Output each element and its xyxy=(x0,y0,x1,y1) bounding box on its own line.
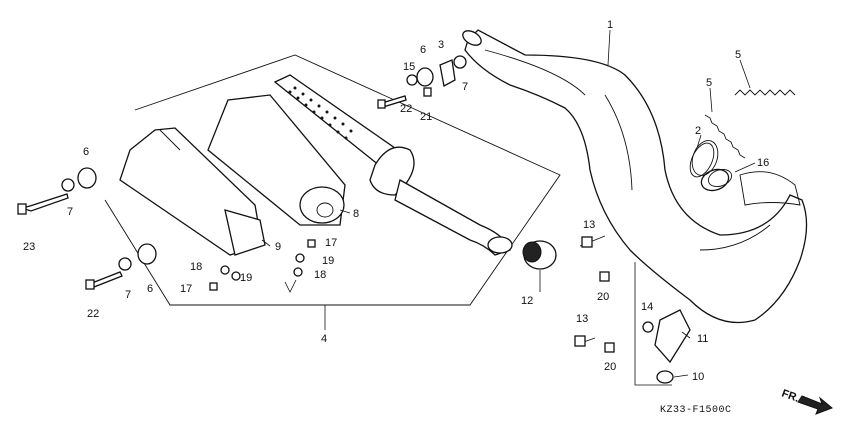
callout-12: 12 xyxy=(521,295,533,307)
grommet-12 xyxy=(522,240,557,270)
callout-5a: 5 xyxy=(735,49,741,61)
callout-4: 4 xyxy=(321,333,327,345)
callout-1: 1 xyxy=(607,19,613,31)
callout-23: 23 xyxy=(23,241,35,253)
callout-3: 3 xyxy=(438,39,444,51)
direction-label: FR. xyxy=(780,388,801,405)
front-arrow-icon xyxy=(797,395,833,415)
callout-20b: 20 xyxy=(604,361,616,373)
callout-7b: 7 xyxy=(67,206,73,218)
callout-22b: 22 xyxy=(87,308,99,320)
callout-22a: 22 xyxy=(400,103,412,115)
muffler-inner-pipe xyxy=(273,74,513,256)
front-direction-indicator: FR. xyxy=(780,388,833,415)
callout-7a: 7 xyxy=(462,81,468,93)
callout-15: 15 xyxy=(403,61,415,73)
callout-16: 16 xyxy=(757,157,769,169)
callout-19a: 19 xyxy=(240,272,252,284)
callout-17b: 17 xyxy=(180,283,192,295)
reference-code: KZ33-F1500C xyxy=(660,405,732,416)
springs xyxy=(704,89,796,159)
callout-10: 10 xyxy=(692,371,704,383)
callout-8: 8 xyxy=(353,208,359,220)
callout-5b: 5 xyxy=(706,77,712,89)
muffler-cover xyxy=(119,127,266,256)
callout-labels: 1 2 3 4 5 5 6 6 6 7 7 7 8 9 10 11 12 13 … xyxy=(23,19,769,383)
expansion-chamber xyxy=(462,29,808,324)
callout-18b: 18 xyxy=(314,269,326,281)
callout-21: 21 xyxy=(420,111,432,123)
callout-6c: 6 xyxy=(147,283,153,295)
callout-19b: 19 xyxy=(322,255,334,267)
gaskets xyxy=(689,142,733,188)
mounting-bracket xyxy=(574,235,691,386)
callout-6b: 6 xyxy=(83,146,89,158)
leader-lines xyxy=(261,29,756,378)
callout-6a: 6 xyxy=(420,44,426,56)
callout-20a: 20 xyxy=(597,291,609,303)
callout-13a: 13 xyxy=(583,219,595,231)
perforations xyxy=(288,86,353,140)
callout-17a: 17 xyxy=(325,237,337,249)
fasteners xyxy=(17,55,654,353)
callout-14: 14 xyxy=(641,301,653,313)
callout-2: 2 xyxy=(695,125,701,137)
callout-7c: 7 xyxy=(125,289,131,301)
muffler-assembly-frame xyxy=(104,54,561,330)
callout-13b: 13 xyxy=(576,313,588,325)
muffler-body xyxy=(207,94,346,226)
callout-18a: 18 xyxy=(190,261,202,273)
callout-11: 11 xyxy=(697,333,708,345)
callout-9: 9 xyxy=(275,241,281,253)
